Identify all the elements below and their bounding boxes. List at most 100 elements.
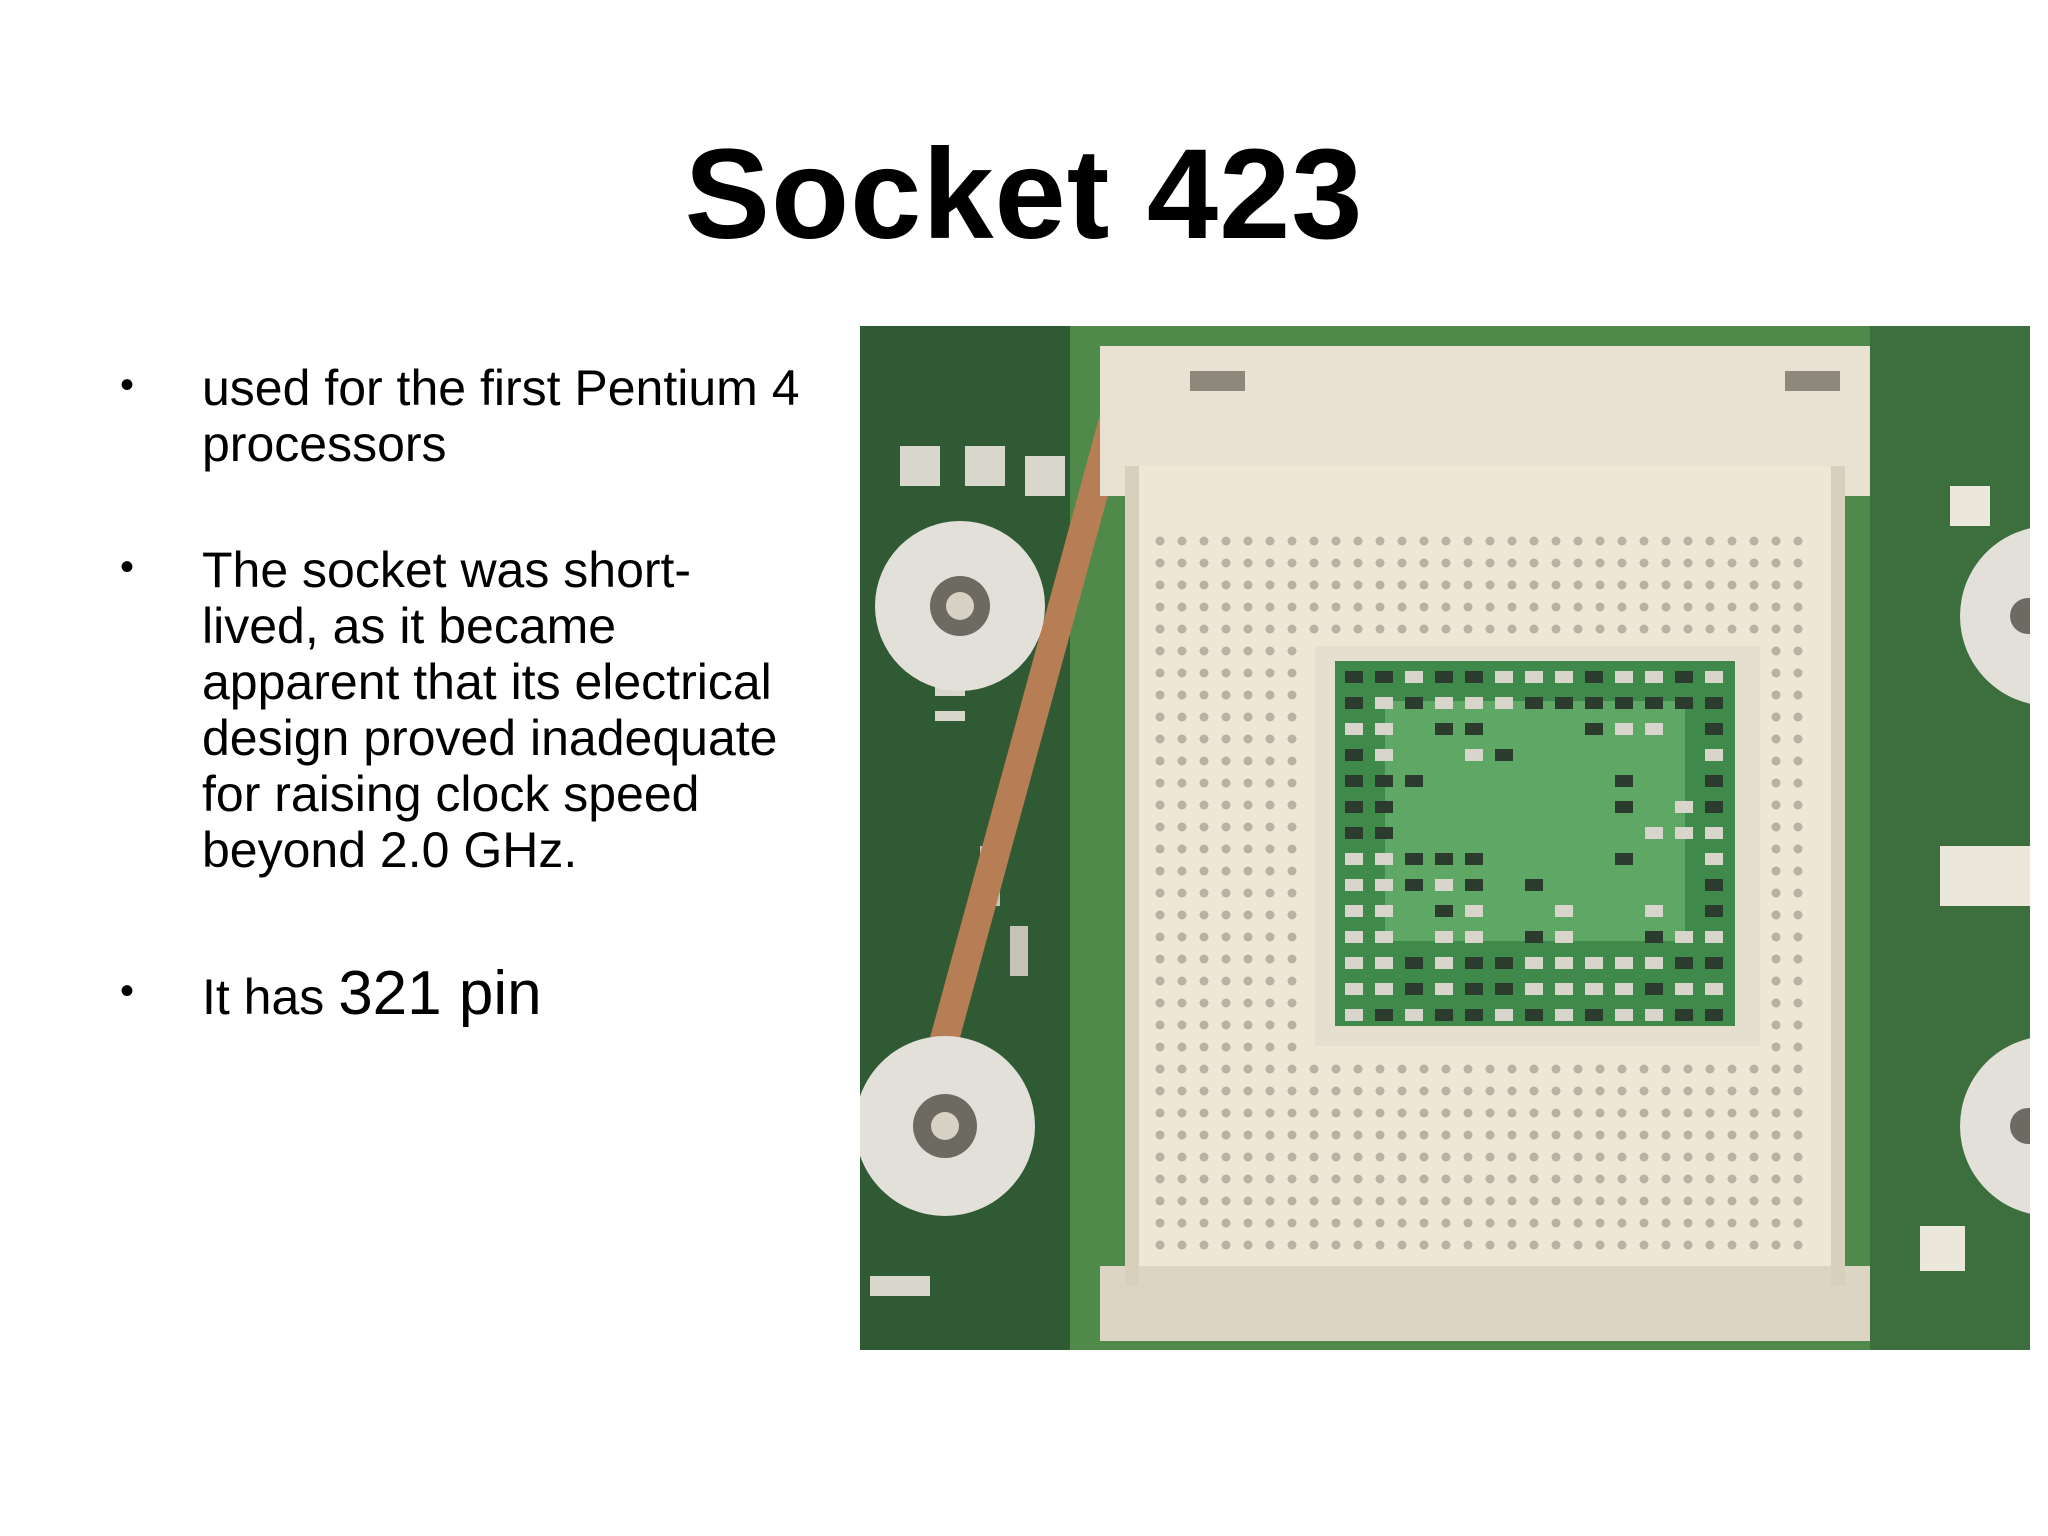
socket-pin-hole <box>1727 558 1737 568</box>
socket-pin-hole <box>1771 580 1781 590</box>
socket-pin-hole <box>1397 1108 1407 1118</box>
socket-pin-hole <box>1705 580 1715 590</box>
socket-pin-hole <box>1221 1130 1231 1140</box>
socket-pin-hole <box>1353 602 1363 612</box>
socket-pin-hole <box>1551 1152 1561 1162</box>
socket-pin-hole <box>1573 1218 1583 1228</box>
socket-pin-hole <box>1793 888 1803 898</box>
socket-pin-hole <box>1485 1218 1495 1228</box>
socket-pin-hole <box>1617 1152 1627 1162</box>
socket-pin-hole <box>1375 1196 1385 1206</box>
socket-pin-hole <box>1221 756 1231 766</box>
socket-pin-hole <box>1749 602 1759 612</box>
socket-pin-hole <box>1155 1130 1165 1140</box>
cavity-components <box>1345 671 1723 1021</box>
socket-pin-hole <box>1573 580 1583 590</box>
bullet-text: It has <box>202 969 339 1025</box>
socket-pin-hole <box>1529 1218 1539 1228</box>
socket-pin-hole <box>1529 1108 1539 1118</box>
smd-component <box>1375 827 1393 839</box>
socket-pin-hole <box>1441 1152 1451 1162</box>
socket-pin-hole <box>1595 1064 1605 1074</box>
socket-pin-hole <box>1221 1196 1231 1206</box>
smd-component <box>1645 1009 1663 1021</box>
socket-pin-hole <box>1221 624 1231 634</box>
socket-pin-hole <box>1243 844 1253 854</box>
socket-pin-hole <box>1265 558 1275 568</box>
socket-pin-hole <box>1265 712 1275 722</box>
smd-component <box>1615 723 1633 735</box>
socket-pin-hole <box>1639 1130 1649 1140</box>
socket-pin-hole <box>1155 580 1165 590</box>
socket-pin-hole <box>1727 1086 1737 1096</box>
socket-pin-hole <box>1727 1218 1737 1228</box>
socket-pin-hole <box>1331 1218 1341 1228</box>
socket-pin-hole <box>1793 536 1803 546</box>
socket-pin-hole <box>1397 602 1407 612</box>
smd-component <box>1345 671 1363 683</box>
socket-pin-hole <box>1529 1240 1539 1250</box>
smd-component <box>1705 827 1723 839</box>
socket-pin-hole <box>1287 1174 1297 1184</box>
smd-component <box>1555 697 1573 709</box>
smd-component <box>1435 983 1453 995</box>
socket-pin-hole <box>1419 1064 1429 1074</box>
socket-pin-hole <box>1243 888 1253 898</box>
socket-pin-hole <box>1441 1174 1451 1184</box>
socket-pin-hole <box>1661 1174 1671 1184</box>
socket-pin-hole <box>1375 1064 1385 1074</box>
socket-pin-hole <box>1771 1240 1781 1250</box>
socket-pin-hole <box>1265 690 1275 700</box>
smd-component <box>1345 697 1363 709</box>
socket-pin-hole <box>1375 536 1385 546</box>
socket-pin-hole <box>1331 1174 1341 1184</box>
socket-pin-hole <box>1199 1130 1209 1140</box>
socket-pin-hole <box>1221 646 1231 656</box>
socket-pin-hole <box>1441 1240 1451 1250</box>
smd-component <box>1705 957 1723 969</box>
socket-pin-hole <box>1221 1240 1231 1250</box>
socket-pin-hole <box>1749 1196 1759 1206</box>
socket-pin-hole <box>1595 1218 1605 1228</box>
socket-pin-hole <box>1199 910 1209 920</box>
socket-pin-hole <box>1639 1086 1649 1096</box>
socket-pin-hole <box>1177 932 1187 942</box>
socket-pin-hole <box>1243 558 1253 568</box>
socket-pin-hole <box>1287 690 1297 700</box>
smd-component <box>1705 853 1723 865</box>
socket-pin-hole <box>1573 1174 1583 1184</box>
socket-pin-hole <box>1243 976 1253 986</box>
socket-pin-hole <box>1265 580 1275 590</box>
bullet-emphasis: 321 pin <box>338 959 542 1028</box>
socket-pin-hole <box>1199 1064 1209 1074</box>
socket-pin-hole <box>1287 1086 1297 1096</box>
socket-pin-hole <box>1705 1064 1715 1074</box>
socket-pin-hole <box>1353 1064 1363 1074</box>
smd-component <box>1645 671 1663 683</box>
smd-component <box>1465 931 1483 943</box>
socket-pin-hole <box>1617 1086 1627 1096</box>
socket-pin-hole <box>1661 1196 1671 1206</box>
smd-component <box>1675 671 1693 683</box>
socket-pin-hole <box>1199 778 1209 788</box>
socket-slot-left <box>1190 371 1245 391</box>
smd-component <box>1585 671 1603 683</box>
socket-pin-hole <box>1265 1196 1275 1206</box>
socket-pin-hole <box>1463 580 1473 590</box>
socket-pin-hole <box>1771 602 1781 612</box>
socket-pin-hole <box>1507 1218 1517 1228</box>
smd-component <box>1345 827 1363 839</box>
socket-pin-hole <box>1529 1086 1539 1096</box>
socket-pin-hole <box>1727 1108 1737 1118</box>
socket-pin-hole <box>1419 602 1429 612</box>
smd-component <box>1345 983 1363 995</box>
socket-pin-hole <box>1749 536 1759 546</box>
smd-component <box>1555 957 1573 969</box>
socket-pin-hole <box>1155 844 1165 854</box>
socket-pin-hole <box>1617 624 1627 634</box>
socket-pin-hole <box>1331 536 1341 546</box>
smd-component <box>1405 853 1423 865</box>
smd-component <box>1345 749 1363 761</box>
socket-pin-hole <box>1793 1042 1803 1052</box>
socket-pin-hole <box>1595 1130 1605 1140</box>
